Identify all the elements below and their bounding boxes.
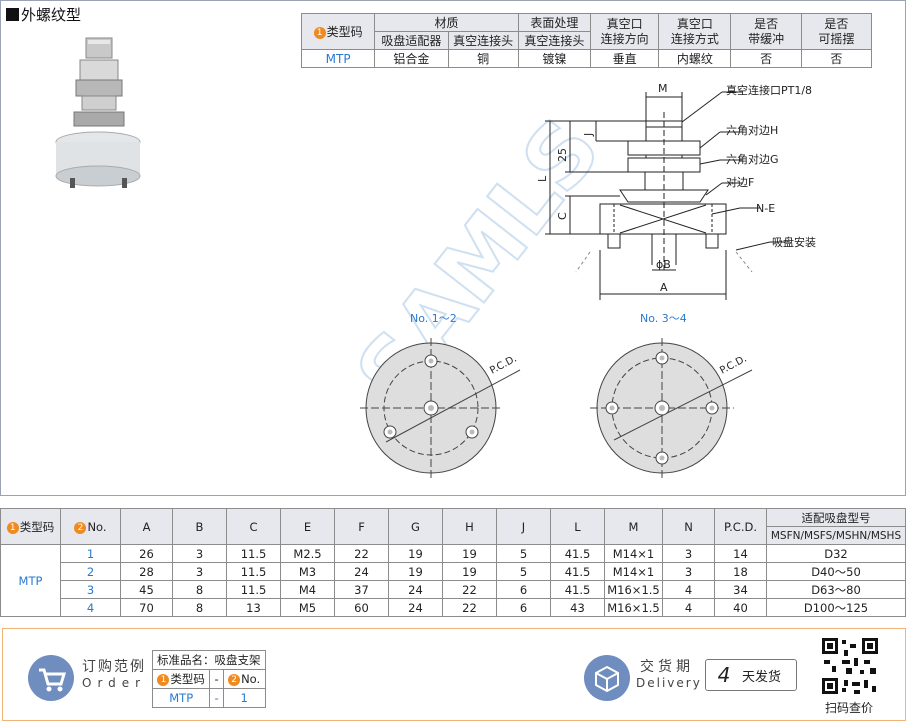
label-c: C xyxy=(556,212,569,220)
title-square-icon xyxy=(6,8,19,21)
technical-drawing: SAMLS xyxy=(337,82,816,478)
delivery-box-icon xyxy=(584,655,630,701)
label-25: 25 xyxy=(556,148,569,162)
scan-to-price-label: 扫码查价 xyxy=(825,701,874,715)
cart-icon xyxy=(28,655,74,701)
delivery-days-badge: 4 天发货 xyxy=(705,659,797,691)
label-hex-g: 六角对边G xyxy=(726,152,779,166)
label-m: M xyxy=(658,82,668,95)
product-panel xyxy=(0,0,906,496)
order-subtitle: Order xyxy=(82,676,147,690)
number-1-icon: 1 xyxy=(6,521,19,534)
label-b: ϕB xyxy=(656,258,671,271)
label-pad-mount: 吸盘安装 xyxy=(772,235,816,249)
label-flat-f: 对边F xyxy=(726,175,754,189)
side-view xyxy=(545,91,790,300)
label-l: L xyxy=(536,175,549,182)
qr-code-icon[interactable] xyxy=(820,636,880,696)
label-j: J xyxy=(582,133,595,137)
bottom-view-2: P.C.D. xyxy=(590,338,753,478)
svg-text:P.C.D.: P.C.D. xyxy=(718,353,749,376)
label-a: A xyxy=(660,281,668,294)
number-1-icon: 1 xyxy=(157,674,170,686)
number-2-icon: 2 xyxy=(228,674,241,686)
view-label-2: No. 3～4 xyxy=(640,312,687,325)
spec-row: MTP 铝合金 铜 镀镍 垂直 内螺纹 否 否 xyxy=(300,49,873,68)
number-2-icon: 2 xyxy=(74,521,87,534)
product-photo xyxy=(55,37,141,188)
delivery-title: 交货期 xyxy=(640,659,694,675)
order-title: 订购范例 xyxy=(82,659,146,675)
label-vac-port: 真空连接口PT1/8 xyxy=(726,83,812,97)
bottom-view-1: P.C.D. xyxy=(360,338,521,478)
label-hex-h: 六角对边H xyxy=(726,123,778,137)
page-title: 外螺纹型 xyxy=(6,4,81,25)
view-label-1: No. 1～2 xyxy=(410,312,457,325)
delivery-subtitle: Delivery xyxy=(636,676,702,690)
label-n-e: N-E xyxy=(756,202,775,215)
number-1-icon: 1 xyxy=(313,27,326,39)
